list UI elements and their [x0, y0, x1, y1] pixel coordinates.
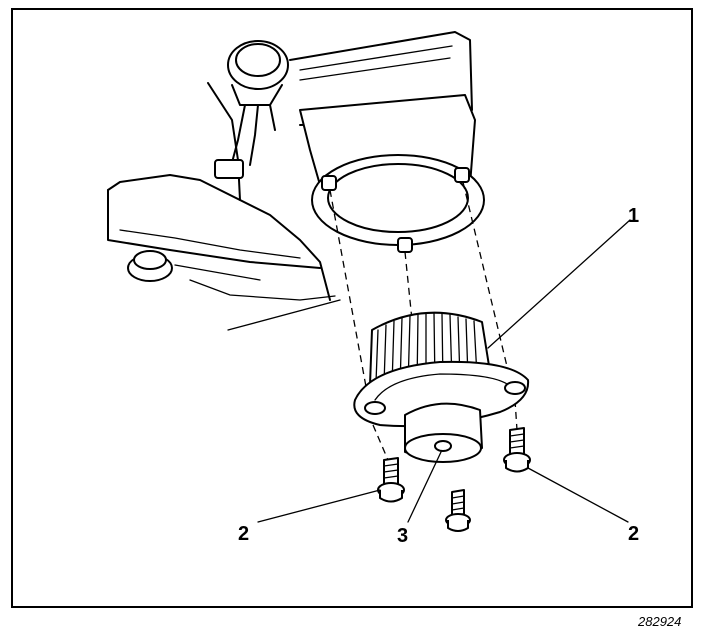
figure-frame [11, 8, 693, 608]
blower-motor [353, 311, 530, 463]
callout-1-blower-motor: 1 [628, 205, 639, 227]
screw-right [503, 427, 531, 473]
case-mount-grommet [127, 250, 173, 282]
callout-3-shaft-nut: 3 [397, 525, 408, 547]
callout-2-screw-left: 2 [238, 523, 249, 545]
callout-2-screw-right: 2 [628, 523, 639, 545]
shaft-nut-screw [445, 489, 471, 532]
leader-lines [257, 219, 631, 523]
blower-housing-opening [299, 94, 485, 253]
figure-number: 282924 [637, 614, 681, 629]
electrical-connector [214, 40, 289, 179]
screw-left [377, 457, 405, 503]
